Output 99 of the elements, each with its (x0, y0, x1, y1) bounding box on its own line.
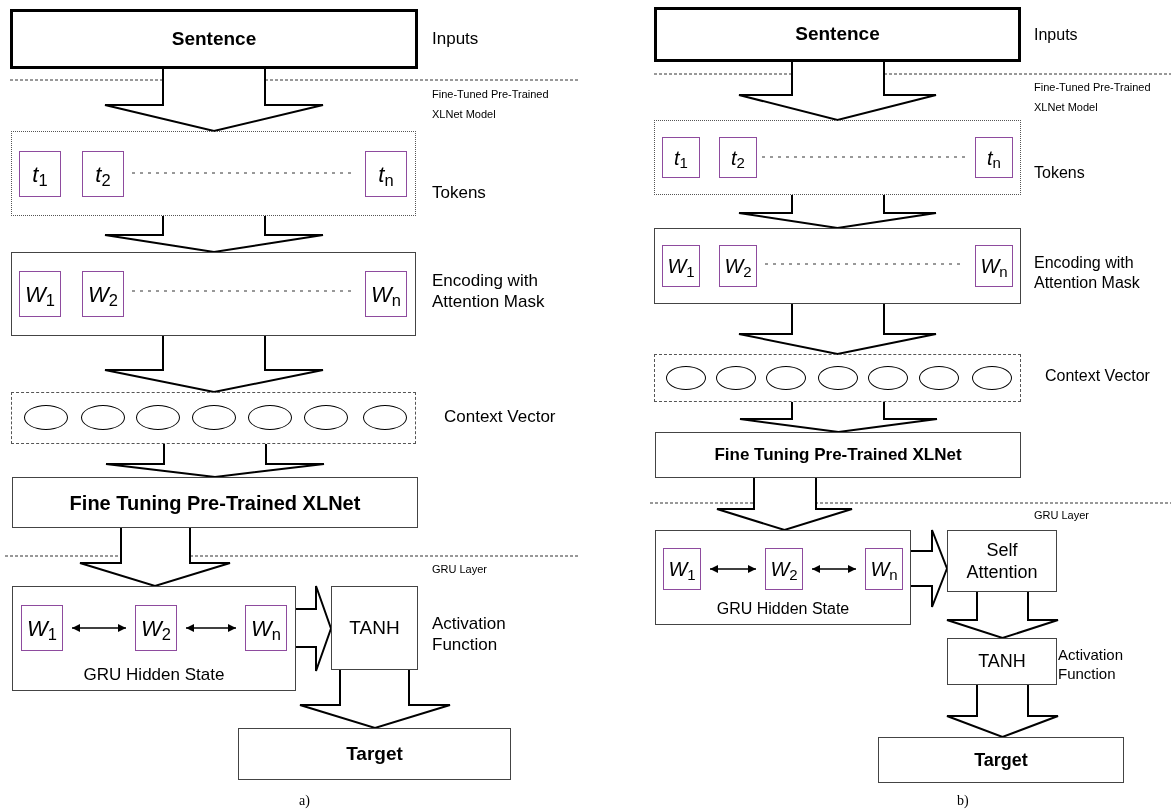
node-label: Fine Tuning Pre-Trained XLNet (69, 490, 361, 516)
input-box (10, 9, 418, 69)
node-label: Target (974, 748, 1028, 772)
block-arrow (104, 215, 324, 253)
block-arrow (716, 477, 853, 532)
vector-cell (19, 151, 61, 197)
context-vector-box (11, 392, 416, 444)
vector-cell (19, 271, 61, 317)
input-box (654, 7, 1021, 62)
node-label: W$_{2}$ (88, 280, 118, 311)
node-label: W$_{n}$ (251, 614, 281, 645)
process-box (947, 638, 1057, 685)
layer-label: Context Vector (444, 406, 557, 428)
encoding-box (654, 228, 1021, 304)
node-label: Target (346, 741, 403, 766)
node-label: t$_{n}$ (987, 145, 1001, 173)
layer-label: Inputs (1034, 25, 1079, 45)
context-vector-box (654, 354, 1021, 402)
layer-label: Encoding with Attention Mask (432, 270, 546, 313)
node-label: t$_{2}$ (95, 160, 111, 191)
block-arrow (295, 585, 333, 672)
section-label: Fine-Tuned Pre-Trained XLNet Model (432, 87, 550, 122)
node-label: W$_{2}$ (724, 254, 752, 281)
layer-label: Encoding with Attention Mask (1034, 253, 1141, 293)
panel-caption: a) (299, 792, 311, 810)
process-box (331, 586, 418, 670)
block-arrow (738, 194, 937, 229)
node-label: W$_{n}$ (371, 280, 401, 311)
vector-cell (663, 548, 701, 590)
node-label: W$_{n}$ (980, 254, 1008, 281)
node-label: t$_{n}$ (378, 160, 394, 191)
vector-cell (82, 151, 124, 197)
node-label: W$_{1}$ (27, 614, 57, 645)
node-label: W$_{1}$ (25, 280, 55, 311)
process-box (12, 477, 418, 528)
block-arrow (738, 61, 937, 122)
vector-cell (662, 137, 700, 178)
node-label: TANH (978, 650, 1026, 673)
token-group-box (654, 120, 1021, 195)
double-arrow (811, 565, 857, 573)
vector-cell (21, 605, 63, 651)
node-label: t$_{1}$ (32, 160, 48, 191)
layer-label: Inputs (432, 28, 480, 50)
block-arrow (79, 527, 231, 588)
vector-cell (975, 245, 1013, 287)
vector-cell (865, 548, 903, 590)
layer-label: Tokens (1034, 163, 1086, 183)
node-label: GRU Hidden State (83, 663, 225, 686)
block-arrow (104, 68, 324, 133)
node-label: W$_{2}$ (141, 614, 171, 645)
vector-cell (662, 245, 700, 287)
layer-label: Activation Function (432, 613, 507, 656)
node-label: t$_{1}$ (674, 145, 688, 173)
layer-label: Activation Function (1058, 646, 1125, 684)
vector-cell (365, 271, 407, 317)
process-box (947, 530, 1057, 592)
block-arrow (946, 684, 1059, 739)
block-arrow (105, 443, 325, 478)
double-arrow (185, 624, 237, 632)
node-label: W$_{n}$ (870, 557, 898, 584)
block-arrow (739, 401, 938, 433)
panel-caption: b) (957, 792, 970, 810)
vector-cell (765, 548, 803, 590)
output-box (238, 728, 511, 780)
layer-label: Tokens (432, 182, 487, 204)
output-box (878, 737, 1124, 783)
block-arrow (104, 335, 324, 394)
node-label: Sentence (795, 22, 880, 47)
vector-cell (975, 137, 1013, 178)
node-label: GRU Hidden State (716, 599, 850, 619)
vector-cell (245, 605, 287, 651)
block-arrow (910, 529, 949, 608)
gru-box (12, 586, 296, 691)
section-label: GRU Layer (432, 562, 489, 577)
block-arrow (738, 303, 937, 356)
process-box (655, 432, 1021, 478)
node-label: Fine Tuning Pre-Trained XLNet (714, 444, 962, 467)
node-label: W$_{2}$ (770, 557, 798, 584)
layer-label: Context Vector (1045, 366, 1151, 386)
node-label: TANH (349, 616, 400, 640)
block-arrow (299, 669, 451, 730)
node-label: t$_{2}$ (731, 145, 745, 173)
node-label: W$_{1}$ (667, 254, 695, 281)
token-group-box (11, 131, 416, 216)
gru-box (655, 530, 911, 625)
vector-cell (365, 151, 407, 197)
vector-cell (82, 271, 124, 317)
section-label: Fine-Tuned Pre-Trained XLNet Model (1034, 80, 1152, 115)
vector-cell (719, 245, 757, 287)
double-arrow (71, 624, 127, 632)
encoding-box (11, 252, 416, 336)
vector-cell (135, 605, 177, 651)
node-label: Sentence (171, 26, 257, 51)
node-label: Self Attention (965, 538, 1039, 584)
vector-cell (719, 137, 757, 178)
block-arrow (946, 591, 1059, 640)
double-arrow (709, 565, 757, 573)
section-label: GRU Layer (1034, 508, 1091, 523)
node-label: W$_{1}$ (668, 557, 696, 584)
